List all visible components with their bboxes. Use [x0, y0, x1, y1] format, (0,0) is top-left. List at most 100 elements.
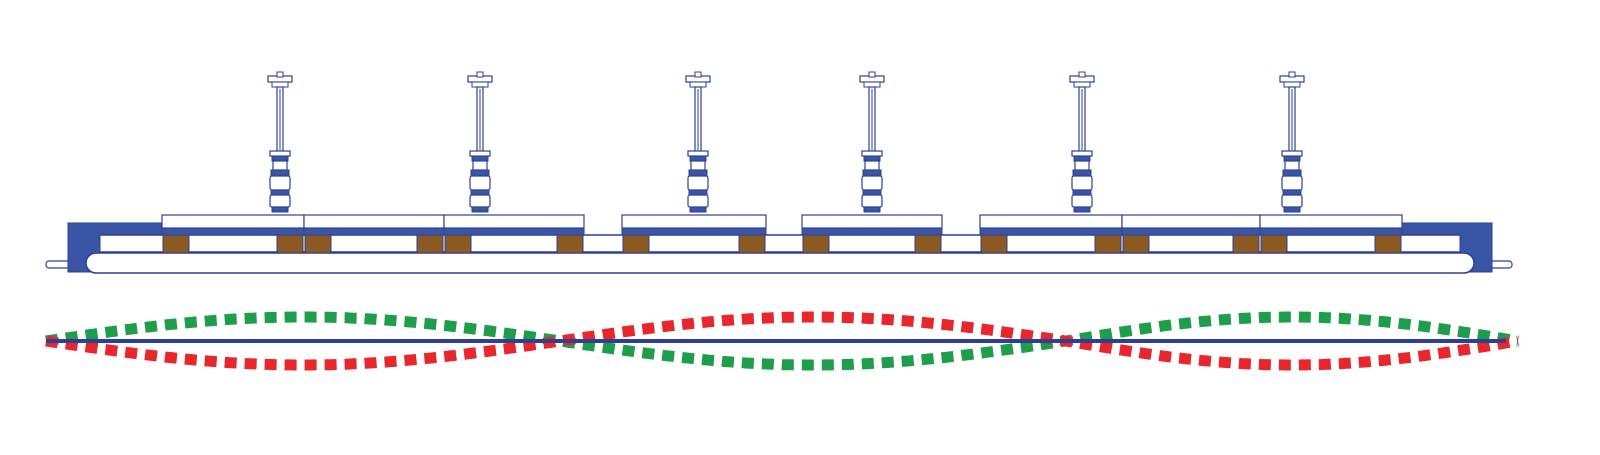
support-block	[914, 234, 942, 254]
plate-top	[303, 214, 445, 229]
adjuster-knob	[868, 71, 876, 78]
adjuster-band	[470, 169, 490, 177]
plate-top	[979, 214, 1123, 229]
plate-group	[979, 214, 1403, 254]
adjuster-coupling	[1284, 160, 1300, 171]
support-block	[980, 234, 1008, 254]
support-block	[304, 234, 332, 254]
adjuster-coupling	[864, 160, 880, 171]
adjuster-band	[862, 169, 882, 177]
left-end-rod	[45, 260, 71, 269]
support-block	[276, 234, 304, 254]
support-block	[416, 234, 444, 254]
adjuster-pad	[1073, 206, 1091, 213]
adjuster-coupling	[1074, 160, 1090, 171]
adjuster-collar	[1283, 81, 1301, 88]
adjuster-body	[1071, 175, 1093, 191]
screw-adjuster	[467, 71, 493, 213]
adjuster-collar	[1073, 81, 1091, 88]
plate-band	[801, 227, 943, 236]
screw-adjuster	[685, 71, 711, 213]
support-block	[1122, 234, 1150, 254]
pressure-plate	[161, 214, 305, 254]
support-block	[1260, 234, 1288, 254]
plate-top	[621, 214, 767, 229]
adjuster-knob	[1078, 71, 1086, 78]
adjuster-foot	[861, 194, 883, 208]
adjuster-pad	[471, 206, 489, 213]
adjuster-nut	[1281, 150, 1303, 157]
adjuster-band	[270, 169, 290, 177]
support-block	[1094, 234, 1122, 254]
plate-band	[303, 227, 445, 236]
adjuster-band	[1282, 169, 1302, 177]
adjuster-body	[469, 175, 491, 191]
adjuster-pad	[689, 206, 707, 213]
adjuster-collar	[689, 81, 707, 88]
adjuster-nut	[687, 150, 709, 157]
adjuster-body	[269, 175, 291, 191]
adjuster-washer	[271, 155, 289, 162]
plate-band	[1259, 227, 1403, 236]
support-block	[1374, 234, 1402, 254]
adjuster-body	[1281, 175, 1303, 191]
adjuster-knob	[1288, 71, 1296, 78]
adjuster-washer	[1073, 155, 1091, 162]
plate-group	[161, 214, 585, 254]
pressure-plates	[161, 214, 1403, 254]
adjuster-coupling	[472, 160, 488, 171]
adjuster-washer	[863, 155, 881, 162]
adjuster-collar	[863, 81, 881, 88]
adjuster-nut	[861, 150, 883, 157]
plate-band	[621, 227, 767, 236]
plate-group	[621, 214, 767, 254]
adjuster-collar	[471, 81, 489, 88]
support-block	[738, 234, 766, 254]
screw-adjuster	[859, 71, 885, 213]
adjuster-knob	[476, 71, 484, 78]
adjuster-pad	[1283, 206, 1301, 213]
adjuster-foot	[1071, 194, 1093, 208]
adjuster-band	[470, 189, 490, 196]
pressure-plate	[1259, 214, 1403, 254]
adjuster-body	[861, 175, 883, 191]
adjuster-band	[1072, 189, 1092, 196]
adjuster-band	[688, 189, 708, 196]
plate-top	[1121, 214, 1261, 229]
adjuster-knob	[694, 71, 702, 78]
support-block	[556, 234, 584, 254]
adjuster-band	[1072, 169, 1092, 177]
adjuster-washer	[1283, 155, 1301, 162]
support-block	[444, 234, 472, 254]
adjuster-collar	[271, 81, 289, 88]
plate-top	[161, 214, 305, 229]
workpiece-tube	[85, 252, 1475, 274]
pressure-plate	[443, 214, 585, 254]
adjuster-pad	[271, 206, 289, 213]
adjuster-foot	[1281, 194, 1303, 208]
screw-adjuster	[267, 71, 293, 213]
adjuster-foot	[469, 194, 491, 208]
adjuster-band	[862, 189, 882, 196]
adjuster-knob	[276, 71, 284, 78]
adjuster-nut	[269, 150, 291, 157]
plate-top	[443, 214, 585, 229]
adjuster-coupling	[690, 160, 706, 171]
screw-adjusters	[267, 71, 1305, 213]
plate-band	[443, 227, 585, 236]
adjuster-nut	[469, 150, 491, 157]
plate-top	[801, 214, 943, 229]
pressure-plate	[621, 214, 767, 254]
adjuster-band	[1282, 189, 1302, 196]
plate-top	[1259, 214, 1403, 229]
plate-band	[161, 227, 305, 236]
positive-deflection-curve	[45, 311, 1519, 371]
plate-group	[801, 214, 943, 254]
adjuster-nut	[1071, 150, 1093, 157]
plate-band	[1121, 227, 1261, 236]
support-block	[1232, 234, 1260, 254]
deflection-curves	[45, 311, 1519, 371]
adjuster-washer	[689, 155, 707, 162]
